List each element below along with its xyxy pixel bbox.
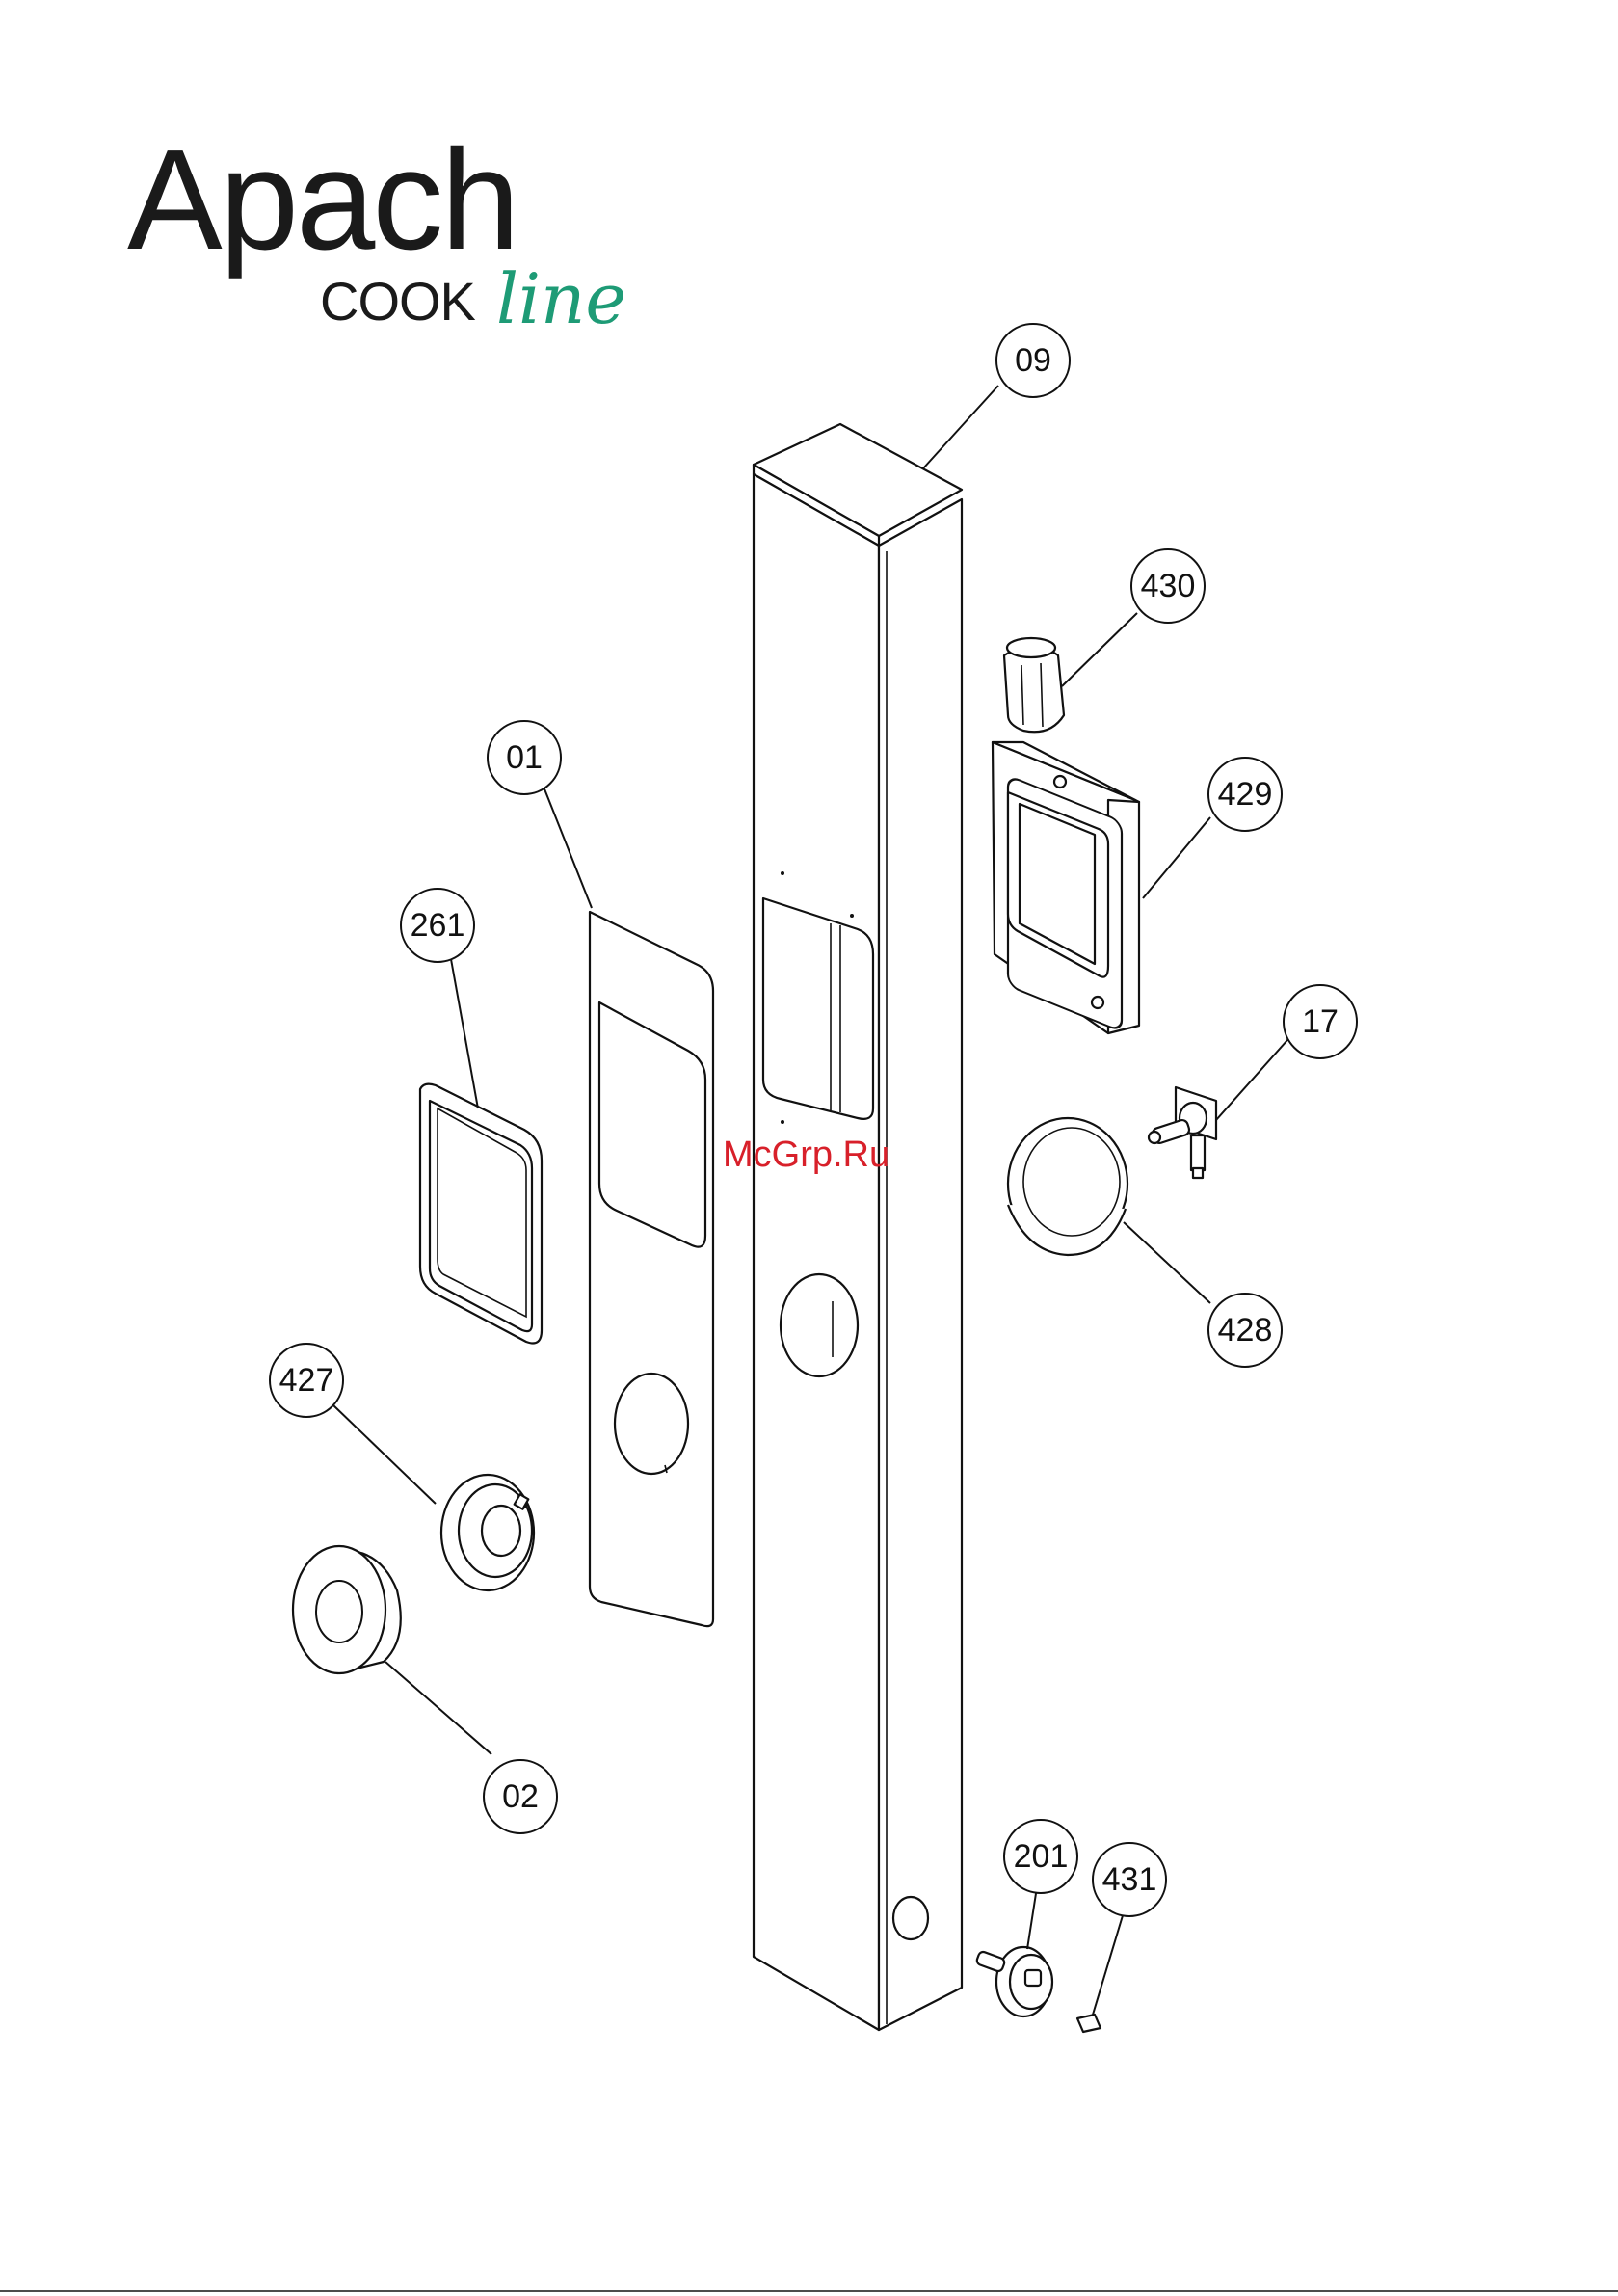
watermark-text: McGrp.Ru [723, 1135, 889, 1175]
callout-427: 427 [270, 1344, 343, 1417]
part-17-switch [1149, 1087, 1216, 1178]
callout-02: 02 [484, 1760, 557, 1833]
callout-17: 17 [1284, 985, 1357, 1058]
part-430-lamp-cap [1004, 638, 1064, 732]
callout-label-02: 02 [502, 1778, 539, 1815]
brand-logo: Apach COOK line [127, 120, 626, 339]
part-428-collar-ring [1008, 1118, 1127, 1255]
callout-label-429: 429 [1218, 776, 1273, 813]
callout-261: 261 [401, 889, 474, 962]
callout-label-17: 17 [1302, 1003, 1339, 1040]
part-09-column-housing [754, 424, 962, 2030]
part-01-front-panel [590, 912, 713, 1626]
callout-label-430: 430 [1141, 568, 1196, 604]
part-431-clip [1077, 2015, 1101, 2032]
part-02-control-knob [293, 1546, 401, 1673]
part-429-display-panel [993, 742, 1139, 1033]
callout-label-01: 01 [506, 739, 543, 776]
callout-label-431: 431 [1102, 1861, 1157, 1898]
callout-430: 430 [1131, 549, 1205, 623]
callout-label-427: 427 [279, 1362, 334, 1399]
part-201-connector [975, 1947, 1052, 2016]
callout-01: 01 [488, 721, 561, 794]
callout-431: 431 [1093, 1843, 1166, 1916]
callout-429: 429 [1208, 758, 1282, 831]
callout-label-428: 428 [1218, 1312, 1273, 1348]
callout-09: 09 [996, 324, 1070, 397]
brand-sub-cook: COOK [320, 271, 476, 332]
part-427-knob-base [441, 1475, 534, 1590]
callout-428: 428 [1208, 1294, 1282, 1367]
callout-label-261: 261 [411, 907, 465, 944]
callout-label-09: 09 [1015, 342, 1051, 379]
part-261-gasket [420, 1084, 542, 1344]
callout-201: 201 [1004, 1820, 1077, 1893]
callout-label-201: 201 [1014, 1838, 1069, 1875]
brand-name: Apach [127, 120, 517, 280]
brand-sub-line: line [496, 258, 626, 339]
